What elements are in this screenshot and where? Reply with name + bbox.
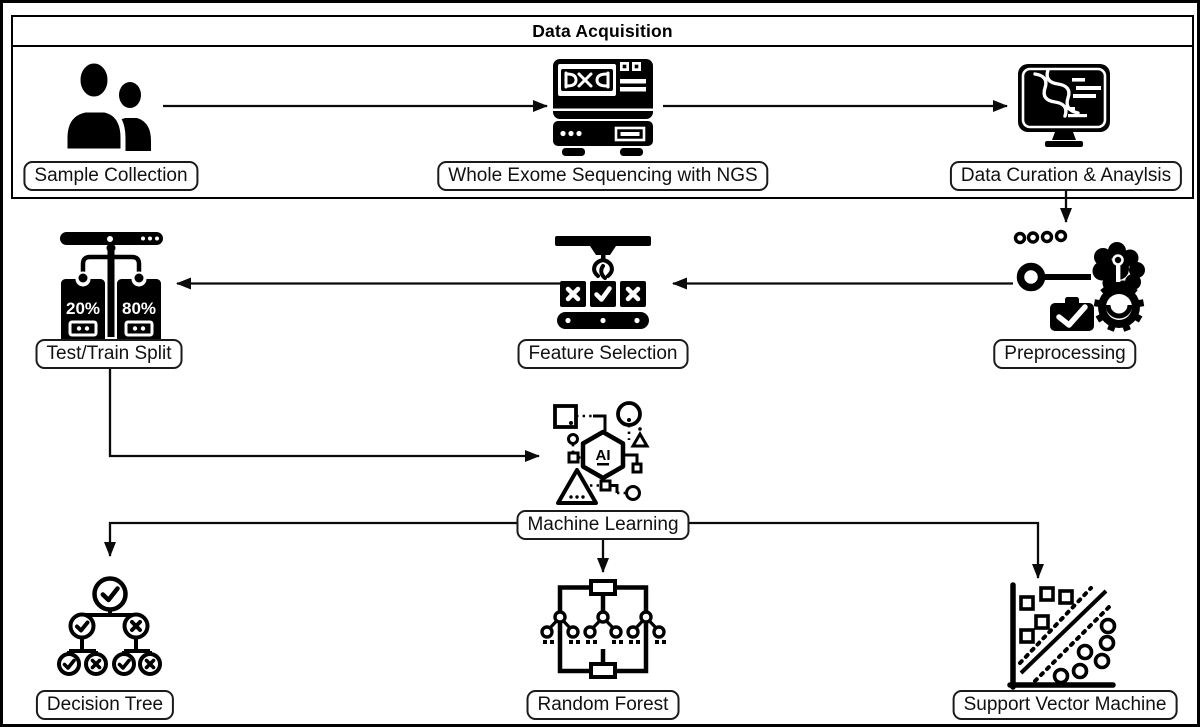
train-percent: 80% (122, 299, 156, 318)
label-data-curation: Data Curation & Anaylsis (949, 161, 1183, 191)
claw-conveyor-icon (555, 236, 651, 329)
section-title: Data Acquisition (13, 17, 1192, 47)
label-text: Support Vector Machine (963, 694, 1167, 715)
svm-scatter-icon (1007, 582, 1117, 690)
label-test-train-split: Test/Train Split (35, 339, 183, 369)
label-decision-tree: Decision Tree (35, 690, 175, 720)
test-percent: 20% (66, 299, 100, 318)
label-text: Whole Exome Sequencing with NGS (448, 165, 758, 186)
label-svm: Support Vector Machine (952, 690, 1178, 720)
label-wes: Whole Exome Sequencing with NGS (437, 161, 769, 191)
label-preprocessing: Preprocessing (993, 339, 1137, 369)
dna-monitor-icon (1018, 64, 1110, 147)
label-text: Decision Tree (46, 694, 164, 715)
label-text: Machine Learning (527, 514, 679, 535)
dna-sequencer-icon (553, 59, 653, 156)
people-icon (62, 58, 151, 154)
label-machine-learning: Machine Learning (516, 510, 690, 540)
label-text: Preprocessing (1004, 343, 1126, 364)
gear-brain-icon (1013, 229, 1145, 332)
split-percent-icon: 20% 80% (60, 232, 163, 343)
label-feature-selection: Feature Selection (517, 339, 689, 369)
label-random-forest: Random Forest (526, 690, 680, 720)
label-sample-collection: Sample Collection (23, 161, 199, 191)
label-text: Test/Train Split (46, 343, 172, 364)
random-forest-icon (540, 579, 666, 679)
gear-teeth (1093, 282, 1145, 332)
ai-hexagon-icon: AI (553, 401, 650, 505)
label-text: Feature Selection (528, 343, 678, 364)
data-acquisition-section: Data Acquisition (11, 15, 1194, 199)
label-text: Data Curation & Anaylsis (960, 165, 1172, 186)
decision-tree-icon (57, 576, 162, 676)
ai-text: AI (596, 447, 611, 464)
label-text: Sample Collection (34, 165, 188, 186)
label-text: Random Forest (537, 694, 669, 715)
mini-trees (540, 610, 666, 644)
